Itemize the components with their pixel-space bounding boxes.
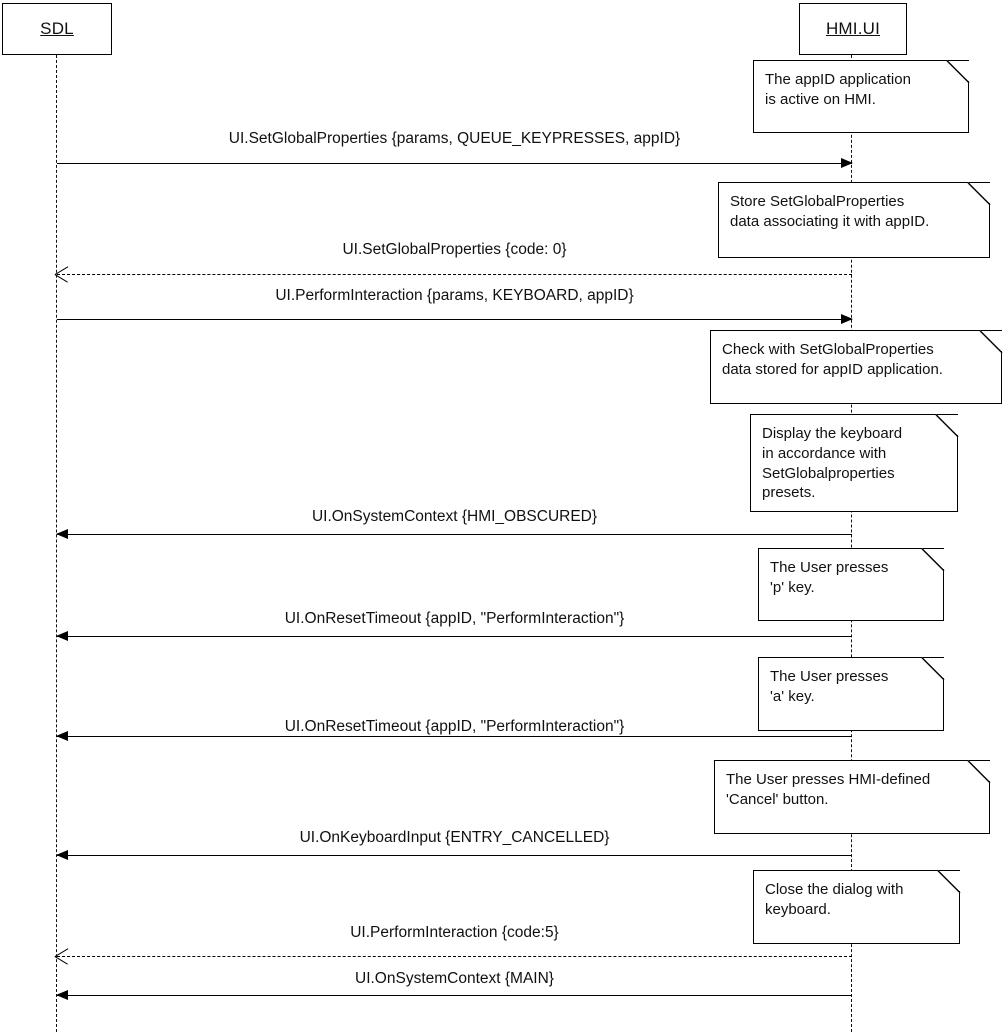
note-text: Close the dialog with keyboard. — [754, 871, 960, 943]
message-shaft — [57, 534, 852, 535]
message-shaft — [57, 636, 852, 637]
open-arrowhead-icon — [54, 948, 69, 965]
message-label-m8: UI.PerformInteraction {code:5} — [350, 924, 559, 941]
note-n2[interactable]: Store SetGlobalProperties data associatin… — [718, 182, 991, 258]
note-right-edge — [959, 891, 960, 943]
note-right-edge — [1001, 351, 1002, 403]
message-label-m3: UI.PerformInteraction {params, KEYBOARD,… — [275, 287, 634, 304]
note-right-edge — [989, 203, 990, 257]
note-text: The appID application is active on HMI. — [754, 61, 969, 132]
note-text-line: The User presses — [770, 668, 889, 685]
open-arrowhead-icon — [54, 266, 69, 283]
note-folded-corner-icon — [921, 657, 945, 681]
filled-arrowhead-icon — [56, 849, 68, 860]
message-shaft — [57, 855, 852, 856]
note-folded-corner-icon — [967, 760, 991, 784]
note-text-line: Store SetGlobalProperties — [730, 193, 905, 210]
note-right-edge — [989, 781, 990, 833]
arrowhead-barb — [55, 948, 69, 957]
note-text: Check with SetGlobalProperties data store… — [711, 331, 1002, 403]
note-right-edge — [968, 81, 969, 132]
note-text: The User presses 'a' key. — [759, 658, 944, 730]
arrowhead-barb — [54, 956, 68, 965]
message-shaft — [57, 995, 852, 996]
filled-arrowhead-icon — [56, 630, 68, 641]
note-text-line: is active on HMI. — [765, 90, 876, 108]
message-shaft — [57, 736, 852, 737]
note-text: Store SetGlobalProperties data associatin… — [719, 183, 990, 257]
note-text-line: Close the dialog with — [765, 881, 904, 898]
message-shaft — [57, 274, 852, 275]
note-text-line: SetGlobalproperties — [762, 464, 895, 482]
note-right-edge — [957, 435, 958, 511]
filled-arrowhead-icon — [56, 528, 68, 539]
note-folded-corner-icon — [935, 414, 959, 438]
filled-arrowhead-icon — [841, 157, 853, 168]
note-right-edge — [943, 569, 944, 620]
note-text-line: The User presses — [770, 559, 889, 576]
note-folded-corner-icon — [921, 548, 945, 572]
note-n8[interactable]: Close the dialog with keyboard. — [753, 870, 961, 944]
message-label-m6: UI.OnResetTimeout {appID, "PerformIntera… — [284, 718, 625, 735]
lifeline-label: SDL — [40, 19, 74, 38]
note-text: The User presses HMI-defined 'Cancel' but… — [715, 761, 990, 833]
note-text: The User presses 'p' key. — [759, 549, 944, 620]
note-text-line: 'p' key. — [770, 578, 815, 596]
note-text-line: data associating it with appID. — [730, 212, 930, 230]
note-folded-corner-icon — [979, 330, 1003, 354]
note-text-line: Check with SetGlobalProperties — [722, 341, 934, 358]
lifeline-sdl — [56, 55, 58, 1032]
note-text-line: presets. — [762, 484, 816, 502]
message-shaft — [57, 319, 852, 320]
message-shaft — [57, 956, 852, 957]
note-text-line: 'Cancel' button. — [726, 790, 829, 808]
note-n1[interactable]: The appID application is active on HMI. — [753, 60, 970, 133]
note-text-line: The appID application — [765, 71, 911, 88]
note-n6[interactable]: The User presses 'a' key. — [758, 657, 945, 731]
arrowhead-barb — [55, 266, 69, 275]
note-text-line: 'a' key. — [770, 687, 815, 705]
note-n5[interactable]: The User presses 'p' key. — [758, 548, 945, 621]
note-right-edge — [943, 678, 944, 730]
message-label-m1: UI.SetGlobalProperties {params, QUEUE_KE… — [228, 130, 681, 147]
note-n7[interactable]: The User presses HMI-defined 'Cancel' but… — [714, 760, 991, 834]
note-text-line: Display the keyboard — [762, 425, 903, 442]
note-n3[interactable]: Check with SetGlobalProperties data store… — [710, 330, 1003, 404]
message-shaft — [57, 163, 852, 164]
lifeline-header-sdl[interactable]: SDL — [2, 3, 112, 55]
message-label-m2: UI.SetGlobalProperties {code: 0} — [342, 241, 567, 258]
note-text-line: data stored for appID application. — [722, 360, 943, 378]
message-label-m9: UI.OnSystemContext {MAIN} — [355, 970, 554, 987]
message-label-m7: UI.OnKeyboardInput {ENTRY_CANCELLED} — [299, 829, 610, 846]
lifeline-header-hmiui[interactable]: HMI.UI — [799, 3, 907, 55]
filled-arrowhead-icon — [56, 730, 68, 741]
message-label-m4: UI.OnSystemContext {HMI_OBSCURED} — [311, 508, 598, 525]
arrowhead-barb — [54, 274, 68, 283]
note-folded-corner-icon — [946, 60, 970, 84]
lifeline-label: HMI.UI — [825, 19, 881, 38]
lifeline-hmiui — [851, 55, 853, 1032]
filled-arrowhead-icon — [56, 989, 68, 1000]
note-folded-corner-icon — [937, 870, 961, 894]
note-text-line: keyboard. — [765, 900, 831, 918]
note-text-line: The User presses HMI-defined — [726, 771, 931, 788]
note-text-line: in accordance with — [762, 444, 887, 462]
note-folded-corner-icon — [967, 182, 991, 206]
message-label-m5: UI.OnResetTimeout {appID, "PerformIntera… — [284, 610, 625, 627]
filled-arrowhead-icon — [841, 313, 853, 324]
